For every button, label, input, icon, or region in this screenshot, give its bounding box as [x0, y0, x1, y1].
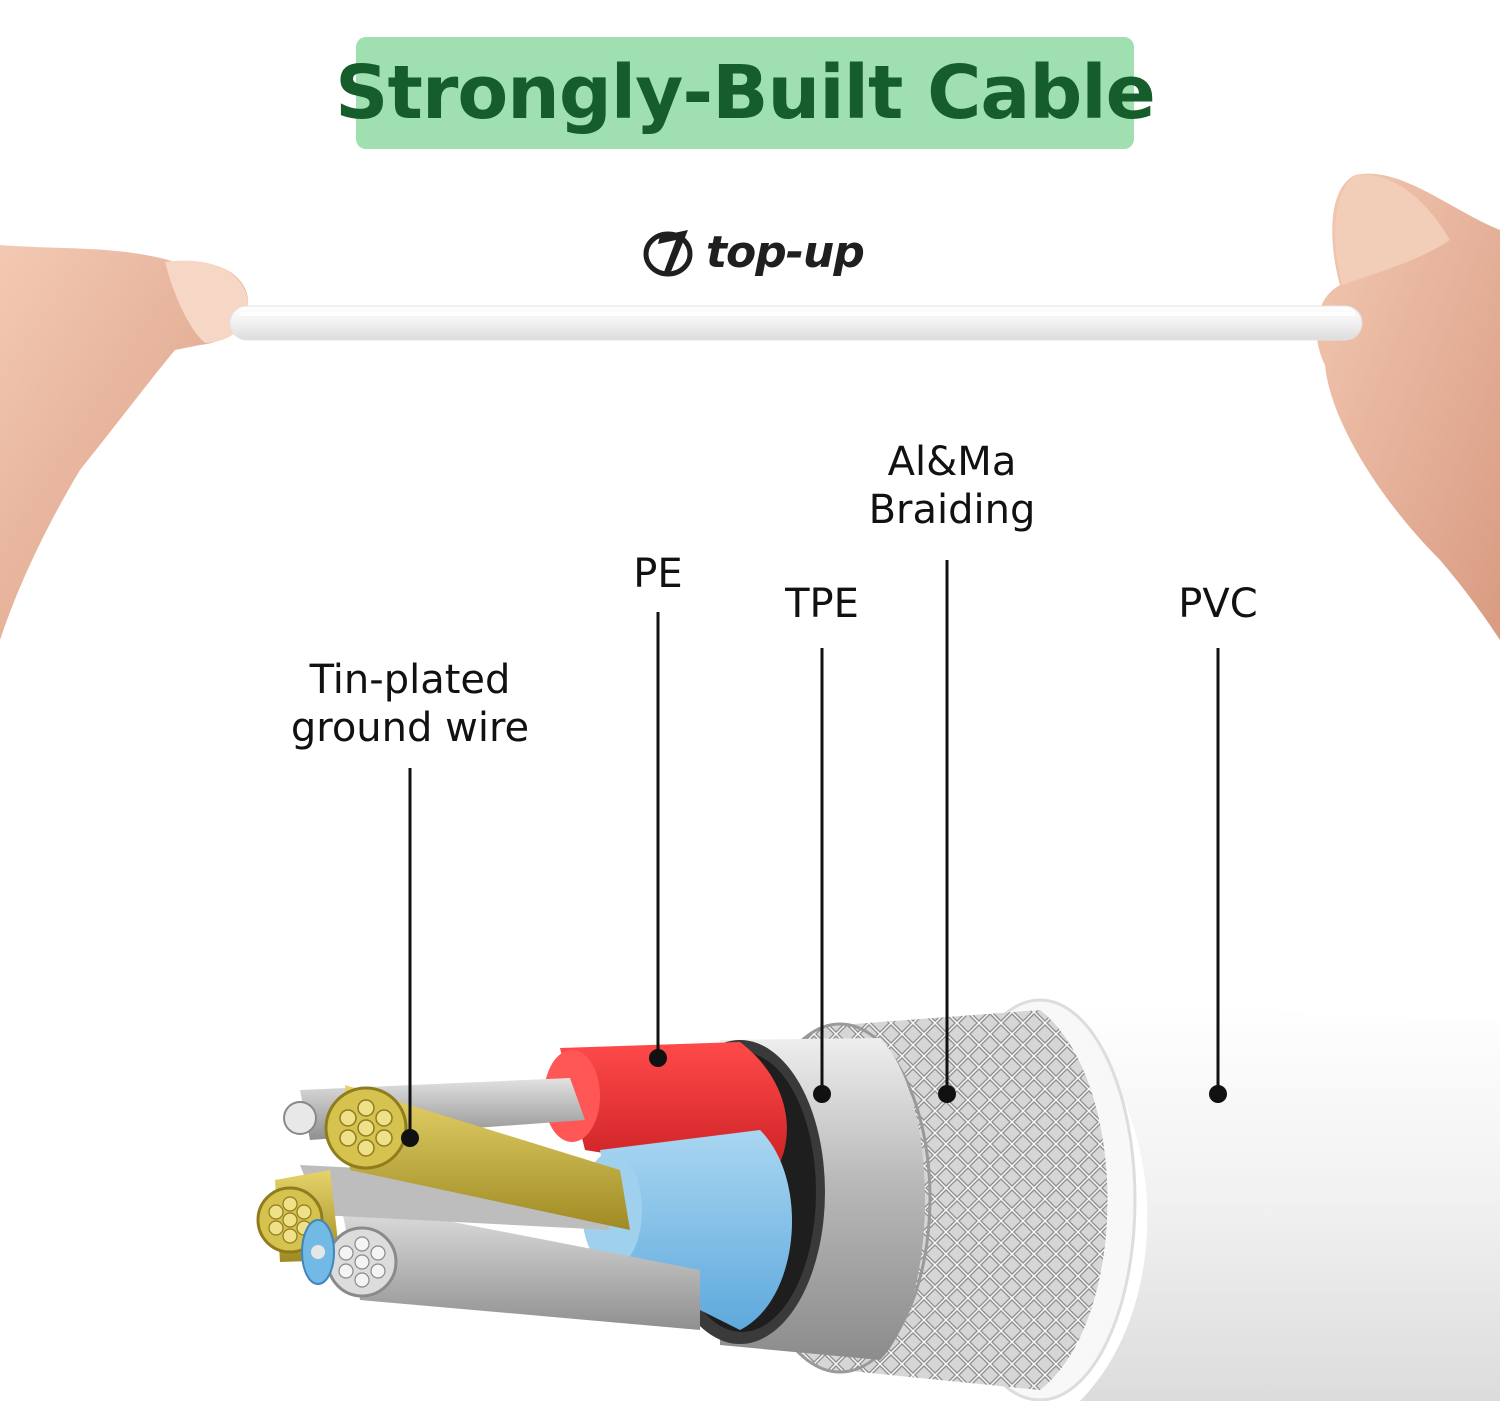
- label-pvc-text: PVC: [1178, 581, 1258, 627]
- leader-lines: [408, 560, 1220, 1138]
- label-braiding-line2: Braiding: [868, 487, 1036, 533]
- label-tpe-text: TPE: [785, 581, 859, 627]
- label-pe-text: PE: [633, 551, 683, 597]
- brand-mark-icon: [643, 230, 693, 277]
- left-hand: [0, 245, 249, 640]
- dot-pe: [649, 1049, 667, 1067]
- label-pe: PE: [598, 550, 718, 598]
- cable-cross-section: [256, 998, 1500, 1401]
- label-ground-wire-line2: ground wire: [290, 705, 530, 751]
- cable-strand: [229, 305, 1363, 341]
- page-title: Strongly-Built Cable: [335, 50, 1156, 136]
- dot-pvc: [1209, 1085, 1227, 1103]
- dot-ground-wire: [401, 1129, 419, 1147]
- label-ground-wire-line1: Tin-plated: [309, 657, 511, 703]
- right-hand: [1316, 173, 1500, 640]
- label-pvc: PVC: [1148, 580, 1288, 628]
- label-tpe: TPE: [752, 580, 892, 628]
- dot-braiding: [938, 1085, 956, 1103]
- label-braiding: Al&Ma Braiding: [842, 438, 1062, 534]
- leader-dots: [401, 1049, 1227, 1147]
- label-ground-wire: Tin-plated ground wire: [260, 656, 560, 752]
- title-banner: Strongly-Built Cable: [335, 37, 1156, 149]
- dot-tpe: [813, 1085, 831, 1103]
- brand-logo: top-up: [640, 222, 900, 282]
- label-braiding-line1: Al&Ma: [887, 439, 1017, 485]
- brand-logo-text: top-up: [706, 226, 865, 278]
